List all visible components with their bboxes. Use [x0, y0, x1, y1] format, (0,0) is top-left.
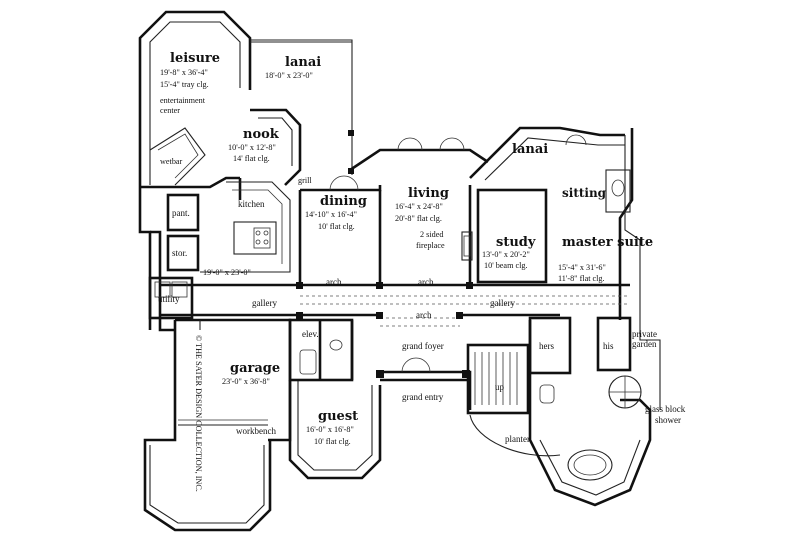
label-entertainment: entertainment	[160, 96, 206, 105]
label-center: center	[160, 106, 180, 115]
room-dim: 15'-4" tray clg.	[160, 80, 209, 89]
room-master-suite: sitting master suite 15'-4" x 31'-6" 11'…	[539, 186, 686, 425]
label-hers: hers	[539, 341, 554, 351]
room-name: leisure	[170, 51, 220, 66]
label-glass-block: glass block	[645, 404, 686, 414]
label-grand-foyer: grand foyer	[402, 341, 444, 351]
exterior-walls	[138, 10, 661, 532]
label-wetbar: wetbar	[160, 157, 183, 166]
room-dim: 16'-0" x 16'-8"	[306, 425, 354, 434]
room-name: lanai	[285, 55, 321, 70]
label-planter: planter	[505, 434, 530, 444]
label-fireplace: fireplace	[416, 241, 445, 250]
room-nook: nook 10'-0" x 12'-8" 14' flat clg. grill	[228, 127, 312, 185]
copyright: © THE SATER DESIGN COLLECTION, INC.	[194, 335, 203, 492]
room-name: kitchen	[238, 199, 265, 209]
room-dim: 19'-8" x 36'-4"	[160, 68, 208, 77]
room-dim: 13'-0" x 20'-2"	[482, 250, 530, 259]
room-name: study	[496, 235, 536, 250]
room-study: study 13'-0" x 20'-2" 10' beam clg.	[482, 235, 536, 270]
label-gallery: gallery	[490, 298, 515, 308]
gallery: gallery gallery arch	[252, 298, 515, 320]
columns	[296, 130, 473, 378]
room-dim: 10' flat clg.	[318, 222, 355, 231]
label-grand-entry: grand entry	[402, 392, 444, 402]
label-garden: garden	[632, 339, 657, 349]
label-elevator: elev.	[302, 329, 319, 339]
room-kitchen: kitchen 19'-0" x 23'-0" pant. stor. util…	[158, 199, 265, 304]
room-dim: 18'-0" x 23'-0"	[265, 71, 313, 80]
room-dim: 14'-10" x 16'-4"	[305, 210, 357, 219]
room-living: living 16'-4" x 24'-8" 20'-8" flat clg. …	[395, 186, 449, 287]
label-his: his	[603, 341, 614, 351]
entry: grand foyer grand entry up planter	[402, 341, 530, 444]
room-dim: 20'-8" flat clg.	[395, 214, 442, 223]
label-utility: utility	[158, 294, 180, 304]
room-dim: 19'-0" x 23'-0"	[203, 268, 251, 277]
room-dim: 10' beam clg.	[484, 261, 528, 270]
label-arch: arch	[326, 277, 342, 287]
room-name: lanai	[512, 142, 548, 157]
room-dim: 11'-8" flat clg.	[558, 274, 605, 283]
label-gallery: gallery	[252, 298, 277, 308]
room-dim: 23'-0" x 36'-8"	[222, 377, 270, 386]
room-dim: 14' flat clg.	[233, 154, 270, 163]
room-lanai-right: lanai	[512, 142, 548, 157]
label-shower: shower	[655, 415, 681, 425]
room-dim: 10' flat clg.	[314, 437, 351, 446]
label-grill: grill	[298, 176, 312, 185]
room-name: master suite	[562, 235, 653, 250]
room-dining: dining 14'-10" x 16'-4" 10' flat clg. ar…	[305, 194, 367, 287]
room-name: dining	[320, 194, 367, 209]
room-dim: 10'-0" x 12'-8"	[228, 143, 276, 152]
label-up: up	[495, 382, 505, 392]
room-lanai-left: lanai 18'-0" x 23'-0"	[265, 55, 321, 80]
label-arch: arch	[418, 277, 434, 287]
room-garage: garage 23'-0" x 36'-8" workbench © THE S…	[194, 335, 280, 492]
label-sitting: sitting	[562, 186, 607, 200]
label-arch: arch	[416, 310, 432, 320]
label-private: private	[632, 329, 657, 339]
fixtures	[149, 127, 642, 481]
label-pantry: pant.	[172, 208, 190, 218]
room-guest: guest 16'-0" x 16'-8" 10' flat clg. elev…	[302, 329, 358, 446]
room-name: nook	[243, 127, 280, 142]
room-leisure: leisure 19'-8" x 36'-4" 15'-4" tray clg.…	[160, 51, 220, 166]
label-two-sided: 2 sided	[420, 230, 443, 239]
label-storage: stor.	[172, 248, 187, 258]
room-name: garage	[230, 361, 280, 376]
room-dim: 15'-4" x 31'-6"	[558, 263, 606, 272]
room-dim: 16'-4" x 24'-8"	[395, 202, 443, 211]
room-name: guest	[318, 409, 358, 424]
label-workbench: workbench	[236, 426, 276, 436]
room-name: living	[408, 186, 449, 201]
